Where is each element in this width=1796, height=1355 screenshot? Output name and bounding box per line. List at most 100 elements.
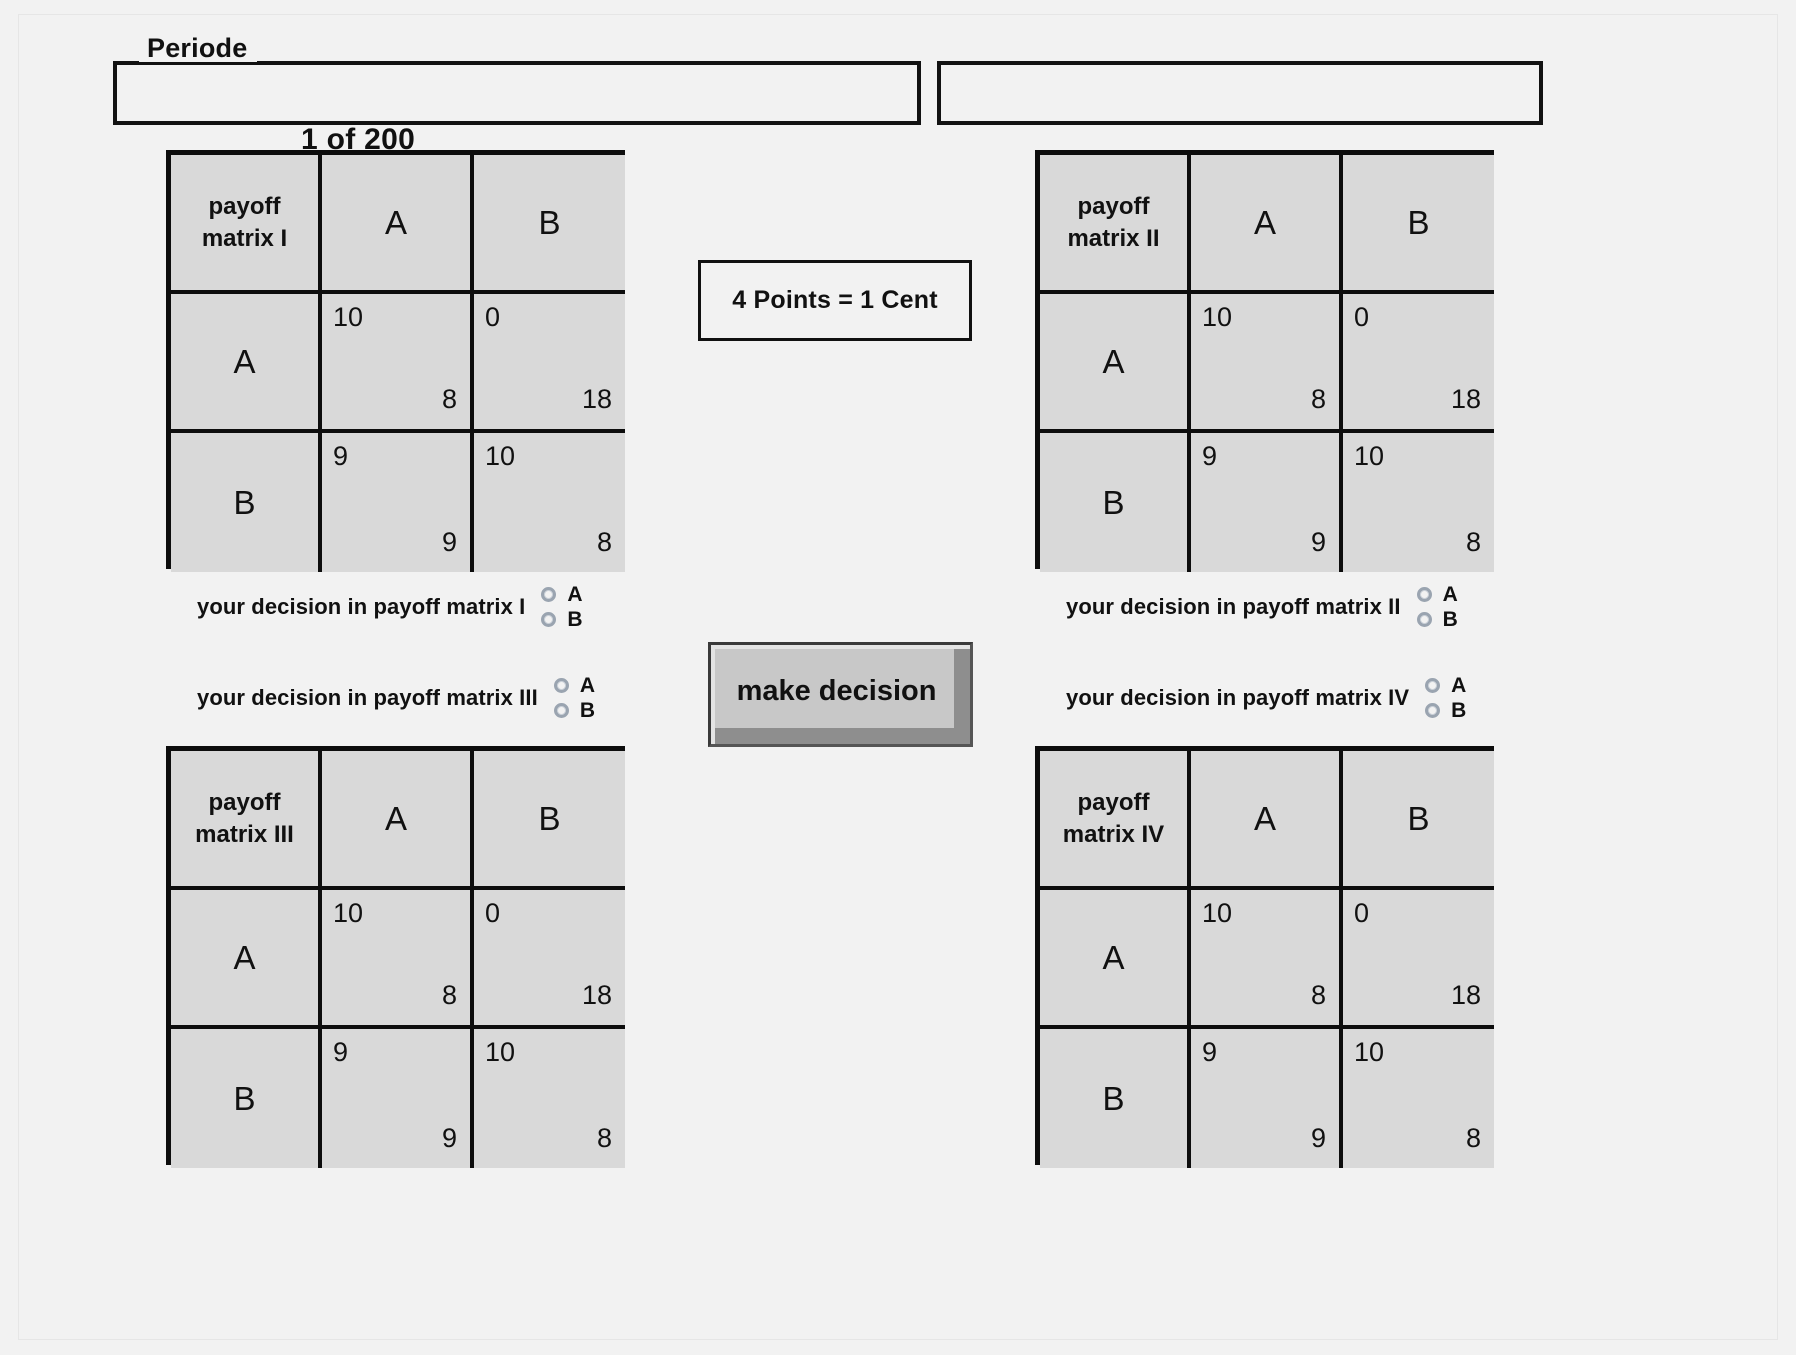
- matrix-1-colhead-b: B: [474, 155, 625, 294]
- matrix-1-cell-ab-top: 0: [485, 302, 501, 332]
- matrix-4-title: payoff matrix IV: [1040, 751, 1191, 890]
- payoff-matrix-1: payoff matrix I A B A 10 8 0 18 B 9 9 10…: [166, 150, 625, 572]
- payoff-matrix-3: payoff matrix III A B A 10 8 0 18 B 9 9 …: [166, 746, 625, 1168]
- matrix-2-rowhead-b: B: [1040, 433, 1191, 572]
- matrix-1-cell-ba-bottom: 9: [441, 527, 457, 557]
- matrix-2-colhead-b: B: [1343, 155, 1494, 294]
- matrix-2-cell-aa-top: 10: [1202, 302, 1233, 332]
- decision-1-option-a[interactable]: A: [541, 582, 583, 606]
- info-box-right: [937, 61, 1543, 125]
- matrix-4-title-line1: payoff: [1077, 788, 1150, 816]
- matrix-2-cell-ab-bottom: 18: [1450, 384, 1481, 414]
- decision-2-option-a-label: A: [1442, 582, 1458, 606]
- matrix-3-rowhead-b: B: [171, 1029, 322, 1168]
- matrix-3-title: payoff matrix III: [171, 751, 322, 890]
- matrix-4-colhead-a: A: [1191, 751, 1343, 890]
- matrix-1-cell-bb: 10 8: [474, 433, 625, 572]
- radio-button-icon[interactable]: [553, 677, 569, 693]
- matrix-4-cell-bb-bottom: 8: [1465, 1123, 1481, 1153]
- matrix-4-cell-ba-top: 9: [1202, 1037, 1218, 1067]
- decision-2-option-b[interactable]: B: [1416, 607, 1458, 631]
- make-decision-button[interactable]: make decision: [708, 642, 973, 747]
- matrix-1-cell-ba: 9 9: [322, 433, 474, 572]
- matrix-4-cell-ba-bottom: 9: [1310, 1123, 1326, 1153]
- radio-button-icon[interactable]: [1425, 702, 1441, 718]
- matrix-1-cell-ab: 0 18: [474, 294, 625, 433]
- matrix-2-cell-bb-top: 10: [1354, 441, 1385, 471]
- matrix-3-cell-ab: 0 18: [474, 890, 625, 1029]
- decision-2-option-a[interactable]: A: [1416, 582, 1458, 606]
- matrix-2-cell-ba-top: 9: [1202, 441, 1218, 471]
- decision-2-option-b-label: B: [1442, 607, 1458, 631]
- matrix-1-cell-bb-bottom: 8: [596, 527, 612, 557]
- matrix-1-title: payoff matrix I: [171, 155, 322, 294]
- matrix-4-cell-aa: 10 8: [1191, 890, 1343, 1029]
- experiment-window: 1 of 200 Periode 4 Points = 1 Cent payof…: [18, 14, 1778, 1340]
- matrix-2-cell-ba: 9 9: [1191, 433, 1343, 572]
- matrix-2-cell-aa-bottom: 8: [1310, 384, 1326, 414]
- decision-3-option-a[interactable]: A: [553, 673, 595, 697]
- matrix-4-rowhead-a: A: [1040, 890, 1191, 1029]
- matrix-2-title-line1: payoff: [1077, 192, 1150, 220]
- radio-button-icon[interactable]: [1416, 611, 1432, 627]
- matrix-3-cell-bb-top: 10: [485, 1037, 516, 1067]
- matrix-1-rowhead-b: B: [171, 433, 322, 572]
- decision-1-option-b[interactable]: B: [541, 607, 583, 631]
- matrix-2-cell-ba-bottom: 9: [1310, 527, 1326, 557]
- matrix-4-cell-ab: 0 18: [1343, 890, 1494, 1029]
- decision-3-label: your decision in payoff matrix III: [197, 684, 538, 710]
- matrix-1-cell-aa: 10 8: [322, 294, 474, 433]
- matrix-3-cell-ab-top: 0: [485, 898, 501, 928]
- radio-button-icon[interactable]: [1416, 586, 1432, 602]
- decision-3-option-a-label: A: [579, 673, 595, 697]
- matrix-3-colhead-b: B: [474, 751, 625, 890]
- matrix-1-colhead-a: A: [322, 155, 474, 294]
- decision-2-radio-group[interactable]: A B: [1416, 582, 1458, 631]
- matrix-3-cell-aa: 10 8: [322, 890, 474, 1029]
- decision-4-option-b-label: B: [1451, 698, 1467, 722]
- make-decision-button-label: make decision: [736, 675, 937, 707]
- decision-4-label: your decision in payoff matrix IV: [1066, 684, 1410, 710]
- matrix-1-rowhead-a: A: [171, 294, 322, 433]
- decision-4-radio-group[interactable]: A B: [1425, 674, 1466, 721]
- matrix-3-cell-ba-top: 9: [333, 1037, 349, 1067]
- matrix-1-cell-bb-top: 10: [485, 441, 516, 471]
- matrix-3-cell-ba: 9 9: [322, 1029, 474, 1168]
- matrix-2-cell-bb-bottom: 8: [1465, 527, 1481, 557]
- matrix-4-colhead-b: B: [1343, 751, 1494, 890]
- matrix-3-cell-ab-bottom: 18: [581, 980, 612, 1010]
- matrix-4-cell-bb-top: 10: [1354, 1037, 1385, 1067]
- radio-button-icon[interactable]: [553, 702, 569, 718]
- decision-3-radio-group[interactable]: A B: [553, 673, 595, 722]
- decision-4-option-b[interactable]: B: [1425, 699, 1466, 721]
- decision-3-option-b[interactable]: B: [553, 698, 595, 722]
- matrix-4-cell-aa-bottom: 8: [1310, 980, 1326, 1010]
- decision-4-option-a[interactable]: A: [1425, 674, 1466, 696]
- decision-4-option-a-label: A: [1451, 673, 1467, 697]
- matrix-1-title-line1: payoff: [208, 192, 281, 220]
- matrix-4-title-line2: matrix IV: [1062, 820, 1165, 848]
- radio-button-icon[interactable]: [541, 586, 557, 602]
- payoff-matrix-2: payoff matrix II A B A 10 8 0 18 B 9 9 1…: [1035, 150, 1494, 572]
- decision-1-radio-group[interactable]: A B: [541, 582, 583, 631]
- matrix-3-colhead-a: A: [322, 751, 474, 890]
- decision-1-option-b-label: B: [567, 607, 583, 631]
- matrix-4-cell-aa-top: 10: [1202, 898, 1233, 928]
- matrix-3-cell-aa-bottom: 8: [441, 980, 457, 1010]
- decision-row-1: your decision in payoff matrix I A B: [197, 583, 583, 630]
- decision-1-label: your decision in payoff matrix I: [197, 593, 526, 619]
- decision-3-option-b-label: B: [579, 698, 595, 722]
- radio-button-icon[interactable]: [1425, 677, 1441, 693]
- period-group-legend: Periode: [139, 35, 258, 62]
- matrix-3-cell-bb: 10 8: [474, 1029, 625, 1168]
- matrix-1-title-line2: matrix I: [201, 224, 288, 252]
- matrix-2-cell-aa: 10 8: [1191, 294, 1343, 433]
- radio-button-icon[interactable]: [541, 611, 557, 627]
- decision-1-option-a-label: A: [567, 582, 583, 606]
- matrix-1-cell-aa-bottom: 8: [441, 384, 457, 414]
- decision-row-3: your decision in payoff matrix III A B: [197, 674, 595, 721]
- matrix-4-cell-bb: 10 8: [1343, 1029, 1494, 1168]
- matrix-3-rowhead-a: A: [171, 890, 322, 1029]
- matrix-1-cell-ba-top: 9: [333, 441, 349, 471]
- points-conversion-text: 4 Points = 1 Cent: [732, 286, 938, 314]
